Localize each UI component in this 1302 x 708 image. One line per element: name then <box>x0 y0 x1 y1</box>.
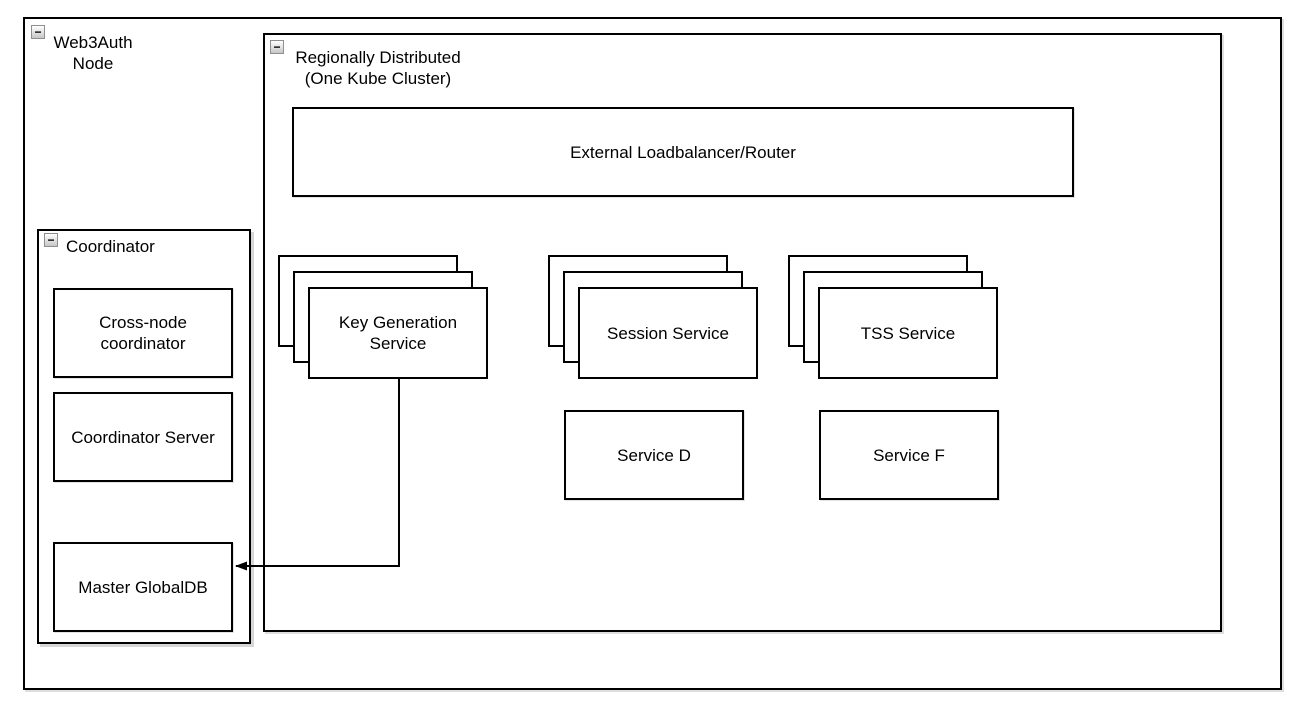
service-d-box: Service D <box>564 410 744 500</box>
tss-service-label: TSS Service <box>860 323 956 343</box>
loadbalancer-label: External Loadbalancer/Router <box>570 142 796 162</box>
session-service-box: Session Service <box>578 287 758 379</box>
service-d-label: Service D <box>617 445 691 465</box>
coordinator-label: Coordinator <box>66 237 155 256</box>
coordinator-server-label: Coordinator Server <box>71 427 215 447</box>
cross-node-coordinator-label: Cross-node coordinator <box>99 313 187 353</box>
web3auth-node-label: Web3Auth Node <box>53 33 133 73</box>
minus-icon: − <box>47 233 55 247</box>
session-service-stack: Session Service <box>548 255 758 379</box>
tss-service-box: TSS Service <box>818 287 998 379</box>
collapse-icon[interactable]: − <box>44 233 58 247</box>
minus-icon: − <box>273 40 281 54</box>
cross-node-coordinator-box: Cross-node coordinator <box>53 288 233 378</box>
regional-label: Regionally Distributed (One Kube Cluster… <box>295 48 461 88</box>
master-globaldb-label: Master GlobalDB <box>78 577 208 597</box>
collapse-icon[interactable]: − <box>270 40 284 54</box>
service-f-box: Service F <box>819 410 999 500</box>
coordinator-server-box: Coordinator Server <box>53 392 233 482</box>
service-f-label: Service F <box>873 445 945 465</box>
session-service-label: Session Service <box>607 323 729 343</box>
master-globaldb-box: Master GlobalDB <box>53 542 233 632</box>
key-generation-service-stack: Key Generation Service <box>278 255 488 379</box>
minus-icon: − <box>34 25 42 39</box>
key-generation-service-box: Key Generation Service <box>308 287 488 379</box>
tss-service-stack: TSS Service <box>788 255 998 379</box>
loadbalancer-box: External Loadbalancer/Router <box>292 107 1074 197</box>
key-generation-service-label: Key Generation Service <box>338 313 458 353</box>
collapse-icon[interactable]: − <box>31 25 45 39</box>
